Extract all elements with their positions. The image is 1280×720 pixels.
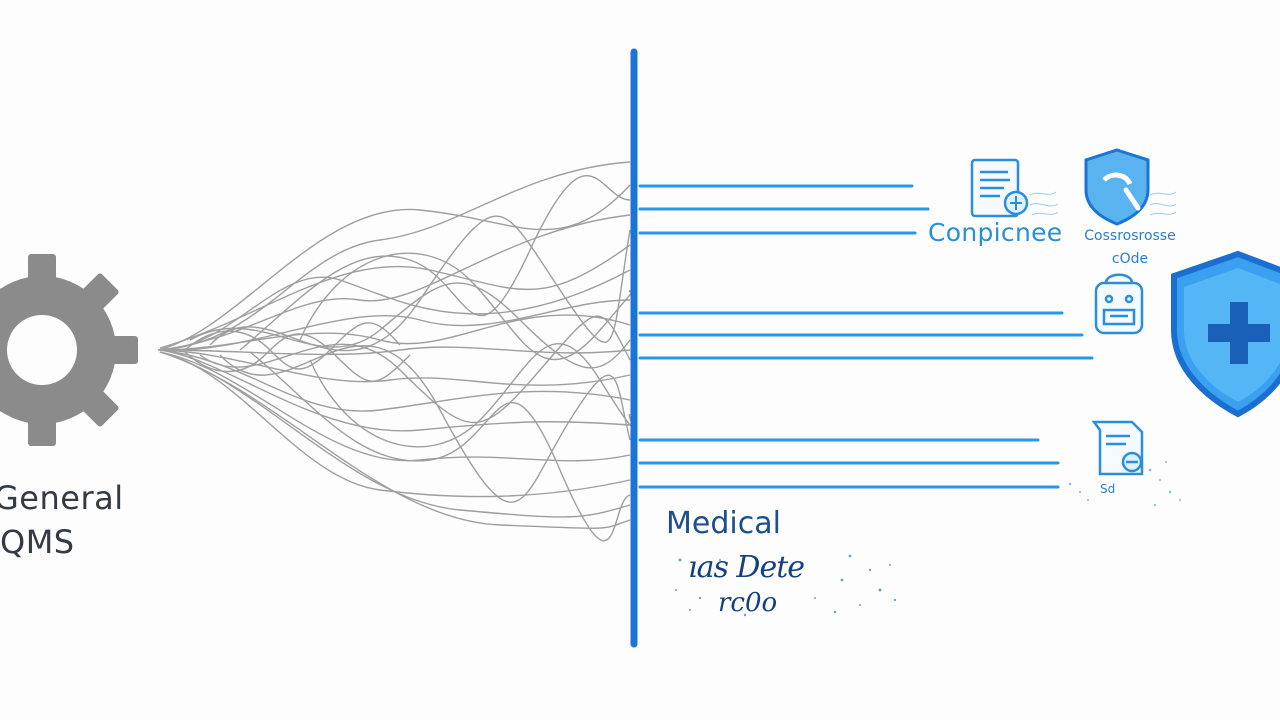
scatter-dots (1068, 461, 1181, 507)
compliance-label: Conpicnee (928, 218, 1063, 247)
wind-lines (1029, 191, 1177, 216)
stamp-noise (675, 554, 897, 617)
medical-label: Medical (666, 506, 781, 541)
qms-label: QMS (0, 523, 75, 561)
stamp-line2: rc0o (718, 588, 778, 618)
stamp-text: ıas Dete rc0o (664, 546, 900, 626)
stamp-line1: ıas Dete (688, 550, 805, 585)
security-label: Cossrosrosse cOde (1080, 225, 1180, 271)
security-line2: cOde (1111, 251, 1149, 267)
device-icon (1094, 273, 1144, 335)
medical-shield-icon (1171, 250, 1280, 418)
general-label: General (0, 479, 124, 517)
shield-icon (1084, 148, 1150, 226)
security-line1: Cossrosrosse (1084, 228, 1176, 244)
tangled-wires (157, 161, 637, 542)
record-caption: Sd (1100, 482, 1116, 496)
record-icon (1091, 420, 1144, 476)
gear-icon (0, 254, 138, 446)
document-icon (970, 158, 1029, 218)
general-qms-label: General QMS (0, 476, 124, 564)
output-lines (638, 184, 1094, 489)
